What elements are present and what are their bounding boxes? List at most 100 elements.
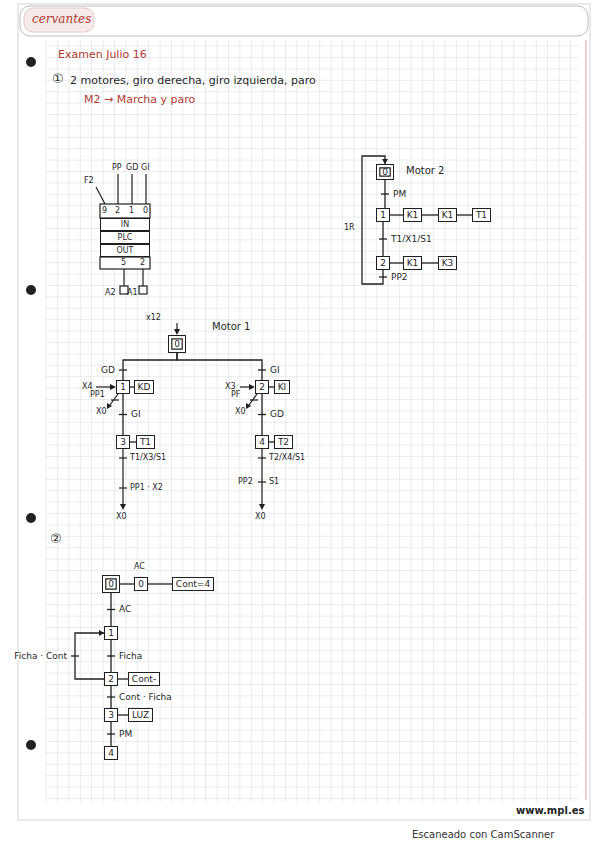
note-label: PP2 <box>238 478 253 486</box>
connector <box>390 263 403 264</box>
note-label: AC <box>134 563 145 571</box>
plc-wiring <box>96 174 150 294</box>
transition-bar <box>250 399 258 400</box>
entry-line <box>176 323 177 330</box>
connector-line <box>422 214 438 215</box>
input-wire <box>96 187 105 204</box>
note-label: GI <box>141 164 150 172</box>
node-text: PLC <box>118 234 133 242</box>
exit-line <box>249 394 257 405</box>
connector <box>422 215 438 216</box>
header-frame <box>20 6 588 36</box>
paper-sheet <box>18 4 590 820</box>
transition-label: PP2 <box>390 273 409 282</box>
connector <box>118 715 128 716</box>
page-title: Examen Julio 16 <box>58 49 147 60</box>
connector-line <box>390 214 403 215</box>
transition-bar <box>258 481 266 482</box>
note-label: X0 <box>235 408 246 416</box>
exit-line <box>110 394 118 405</box>
node-text: 4 <box>259 438 265 447</box>
transition-bar <box>111 399 119 400</box>
node-text: IN <box>121 221 129 229</box>
connector <box>258 394 266 435</box>
transition-bar <box>107 733 115 734</box>
transition-bar <box>119 414 127 415</box>
connector <box>107 686 115 708</box>
entry-line <box>96 386 111 387</box>
transition-bar <box>258 414 266 415</box>
node-text: T1 <box>476 211 487 220</box>
connector <box>107 640 115 672</box>
transition-bar <box>379 276 387 277</box>
note-label: ② <box>50 532 62 545</box>
transition-bar <box>119 369 127 370</box>
node-text: 1 <box>108 629 114 638</box>
input-wire <box>131 174 132 204</box>
note-label: 9 <box>102 207 107 215</box>
node-text: 4 <box>108 749 114 758</box>
binder-hole <box>26 57 36 67</box>
grafcet-step: 3 <box>104 708 118 722</box>
note-label: X0 <box>255 513 266 521</box>
connector <box>422 263 438 264</box>
output-device <box>139 286 147 294</box>
initial-step: 0 <box>102 575 120 593</box>
note-label: X4 <box>82 383 93 391</box>
note-label: A2 <box>105 289 116 297</box>
transition-bar <box>258 369 266 370</box>
action-box: KD <box>134 380 154 394</box>
action-box: KI <box>274 380 290 394</box>
note-label: A1 <box>127 289 138 297</box>
note-label: 1R <box>344 224 355 232</box>
connector <box>119 394 127 435</box>
grafcet-step: 1 <box>116 380 130 394</box>
note-label: PP <box>112 164 122 172</box>
action-box: T1 <box>472 208 491 222</box>
note-label: X3 <box>225 383 236 391</box>
note-label: Escaneado con CamScanner <box>412 830 554 840</box>
note-label: X0 <box>96 408 107 416</box>
connector <box>381 180 389 208</box>
connector <box>457 215 472 216</box>
transition-label: GI <box>269 366 281 375</box>
action-box: Cont=4 <box>172 577 214 591</box>
arrowhead <box>259 504 265 510</box>
output-device <box>120 286 128 294</box>
connector <box>390 215 403 216</box>
connector-line <box>118 714 128 715</box>
transition-bar <box>119 457 127 458</box>
node-text: 2 <box>259 383 265 392</box>
action-box: T2 <box>274 435 293 449</box>
node-text: T2 <box>278 438 289 447</box>
note-label: PP1 <box>90 391 105 399</box>
initial-step: 0 <box>168 335 186 353</box>
transition-label: PM <box>118 730 133 739</box>
node-text: 0 <box>108 580 114 589</box>
arrowheads <box>107 329 265 510</box>
transition-bar <box>381 193 389 194</box>
connector-line <box>75 633 104 679</box>
transition-label: Cont · Ficha <box>118 693 173 702</box>
grafcet-step: 2 <box>255 380 269 394</box>
action-box: Cont- <box>128 672 160 686</box>
binder-hole <box>26 285 36 295</box>
note-label: GD <box>126 164 138 172</box>
note-label: 2 <box>115 207 120 215</box>
node-text: 2 <box>380 259 386 268</box>
transition-label: PM <box>392 190 407 199</box>
transition-bar <box>107 696 115 697</box>
connector-line <box>422 262 438 263</box>
binder-hole <box>26 740 36 750</box>
node-text: KD <box>138 383 151 392</box>
action-box: K1 <box>403 256 422 270</box>
action-box: K1 <box>438 208 457 222</box>
grafcet-extras <box>96 323 266 505</box>
output-wire <box>123 269 124 286</box>
connector <box>379 222 387 256</box>
connector <box>148 584 172 585</box>
note-label: 1 <box>129 207 134 215</box>
connector <box>177 353 266 380</box>
